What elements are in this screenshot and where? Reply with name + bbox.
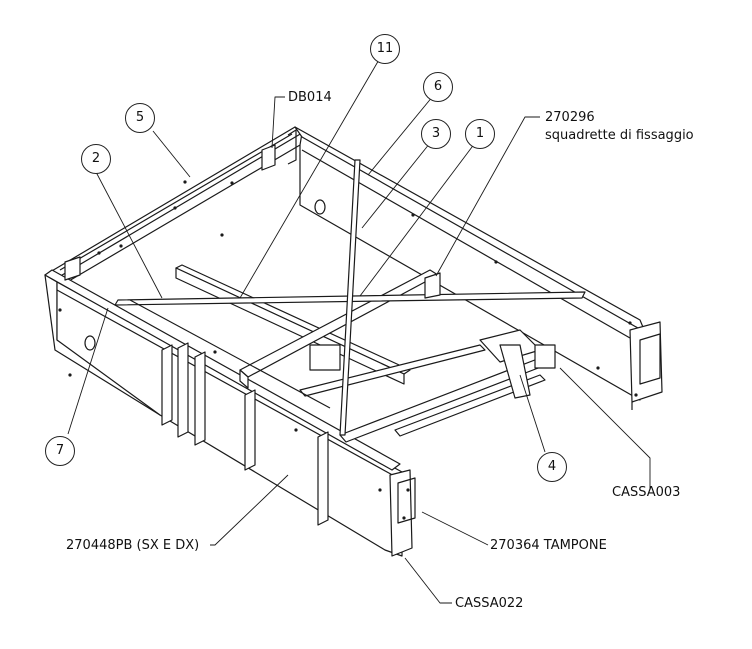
front-ribs	[162, 343, 328, 525]
right-end-plate	[630, 322, 662, 410]
front-left-wall	[45, 275, 402, 556]
balloon-2: 2	[81, 144, 111, 174]
label-cassa003: CASSA003	[612, 485, 681, 500]
corner-brackets	[65, 145, 440, 298]
balloon-11: 11	[370, 34, 400, 64]
label-270364: 270364 TAMPONE	[490, 538, 607, 553]
front-top-rail	[45, 270, 400, 470]
front-end-plate	[390, 470, 415, 556]
leader-lines	[68, 58, 650, 603]
label-270448pb: 270448PB (SX E DX)	[66, 538, 200, 553]
label-db014: DB014	[288, 90, 332, 105]
balloon-1: 1	[465, 119, 495, 149]
balloon-6: 6	[423, 72, 453, 102]
label-270296: 270296	[545, 110, 595, 125]
balloon-4: 4	[537, 452, 567, 482]
label-cassa022: CASSA022	[455, 596, 524, 611]
bolt-holes	[58, 180, 638, 520]
label-squadrette: squadrette di fissaggio	[545, 128, 694, 143]
tie-rods	[115, 160, 585, 435]
balloon-5: 5	[125, 103, 155, 133]
balloon-3: 3	[421, 119, 451, 149]
balloon-7: 7	[45, 436, 75, 466]
